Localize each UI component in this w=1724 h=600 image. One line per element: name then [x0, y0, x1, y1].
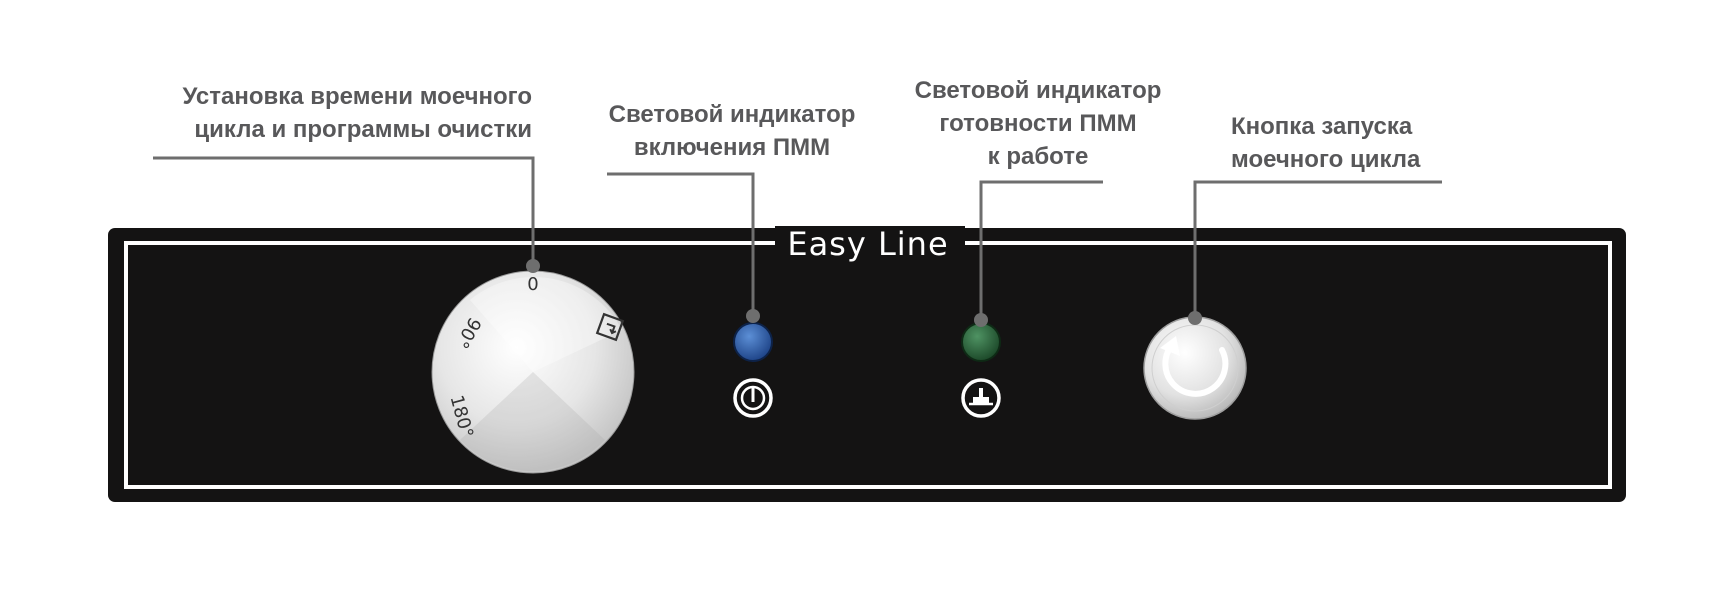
- leader-dots: [526, 259, 1202, 327]
- ready-led-leader-line: [979, 180, 1103, 320]
- power-led-callout-line1: Световой индикатор: [609, 101, 856, 128]
- power-icon: [733, 378, 773, 418]
- brand-backdrop: [775, 226, 965, 260]
- leader-lines: [153, 156, 1442, 320]
- panel-body: [108, 228, 1626, 502]
- ready-led-callout-line2: готовности ПММ: [939, 110, 1136, 137]
- ready-icon: [961, 378, 1001, 418]
- ready-led-callout-line1: Световой индикатор: [915, 77, 1162, 104]
- start-cycle-button[interactable]: [1143, 316, 1247, 420]
- start-button-callout-line2: моечного цикла: [1231, 146, 1421, 173]
- start-button-leader-line: [1193, 180, 1442, 318]
- power-indicator-led: [733, 322, 773, 362]
- timer-callout-line2: цикла и программы очистки: [194, 116, 532, 143]
- restart-arrow-icon: [1160, 336, 1229, 397]
- timer-leader-line: [153, 156, 535, 264]
- power-led-leader-line: [607, 172, 755, 316]
- cleaning-program-icon: [595, 312, 625, 342]
- ready-indicator-led: [961, 322, 1001, 362]
- start-button-callout-line1: Кнопка запуска: [1231, 113, 1413, 140]
- ready-led-callout-line3: к работе: [988, 143, 1089, 170]
- timer-knob[interactable]: 0 90° 180°: [431, 270, 635, 474]
- power-led-callout-line2: включения ПММ: [634, 134, 830, 161]
- dial-mark-zero: 0: [527, 274, 538, 295]
- timer-callout-line1: Установка времени моечного: [182, 83, 532, 110]
- brand-label: Easy Line: [787, 225, 948, 263]
